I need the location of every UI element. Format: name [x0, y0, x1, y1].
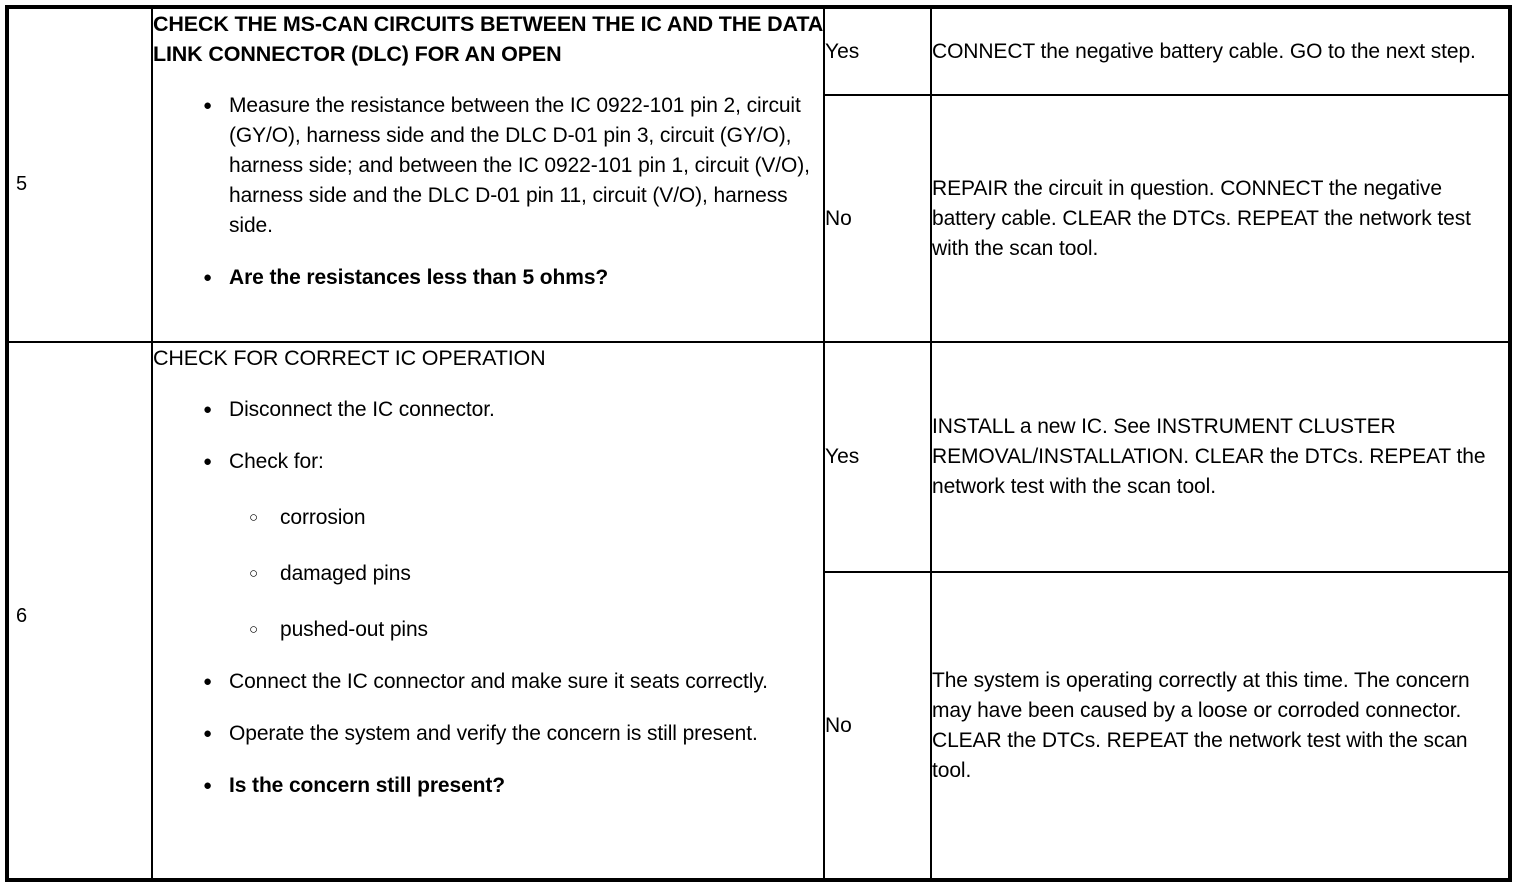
action-to-take-no-6: The system is operating correctly at thi… — [930, 571, 1511, 881]
step-number-5: 5 — [16, 173, 28, 195]
result-label-no-6: No — [823, 571, 932, 881]
list-item: damaged pins — [229, 559, 823, 589]
action-cell-6: CHECK FOR CORRECT IC OPERATION Disconnec… — [151, 340, 825, 882]
result-label-yes-6: Yes — [823, 340, 932, 574]
action-title-5: CHECK THE MS-CAN CIRCUITS BETWEEN THE IC… — [153, 12, 823, 66]
step-number-cell-6: 6 — [6, 340, 153, 882]
action-to-take-yes-5: CONNECT the negative battery cable. GO t… — [930, 5, 1511, 97]
action-bullet-list-5: Measure the resistance between the IC 09… — [153, 90, 823, 293]
action-bullet-list-6: Disconnect the IC connector. Check for: … — [153, 394, 823, 801]
action-to-take-text: CONNECT the negative battery cable. GO t… — [932, 39, 1476, 63]
action-sub-bullet-list-6: corrosion damaged pins pushed-out pins — [229, 503, 823, 645]
table-row-step-6-no: No The system is operating correctly at … — [7, 571, 1511, 881]
action-to-take-yes-6: INSTALL a new IC. See INSTRUMENT CLUSTER… — [930, 340, 1511, 574]
action-to-take-text: REPAIR the circuit in question. CONNECT … — [932, 176, 1471, 260]
action-cell-5: CHECK THE MS-CAN CIRCUITS BETWEEN THE IC… — [151, 6, 825, 343]
pinpoint-test-table: 5 CHECK THE MS-CAN CIRCUITS BETWEEN THE … — [5, 5, 1512, 882]
list-item: Connect the IC connector and make sure i… — [153, 666, 823, 697]
list-item: Are the resistances less than 5 ohms? — [153, 262, 823, 293]
result-label-no-5: No — [823, 94, 932, 343]
result-label-yes-5: Yes — [823, 5, 932, 97]
list-item: Is the concern still present? — [153, 770, 823, 801]
table-row-step-5: 5 CHECK THE MS-CAN CIRCUITS BETWEEN THE … — [6, 5, 1511, 343]
list-item-label: Check for: — [229, 449, 324, 473]
action-to-take-no-5: REPAIR the circuit in question. CONNECT … — [930, 94, 1511, 343]
list-item: pushed-out pins — [229, 615, 823, 645]
step-number-cell-5: 5 — [6, 6, 153, 343]
action-to-take-text: INSTALL a new IC. See INSTRUMENT CLUSTER… — [932, 415, 1486, 499]
sub-bullet-wrapper: corrosion damaged pins pushed-out pins — [229, 503, 823, 645]
list-item: Disconnect the IC connector. — [153, 394, 823, 425]
list-item: corrosion — [229, 503, 823, 533]
table-row-step-6: 6 CHECK FOR CORRECT IC OPERATION Disconn… — [6, 340, 1511, 882]
list-item: Check for: corrosion damaged pins pushed… — [153, 446, 823, 645]
action-title-6: CHECK FOR CORRECT IC OPERATION — [153, 345, 546, 370]
list-item: Measure the resistance between the IC 09… — [153, 90, 823, 241]
step-number-6: 6 — [16, 604, 28, 627]
table-row-step-5-no: No REPAIR the circuit in question. CONNE… — [7, 94, 1511, 343]
list-item: Operate the system and verify the concer… — [153, 718, 823, 749]
action-to-take-text: The system is operating correctly at thi… — [932, 668, 1470, 782]
